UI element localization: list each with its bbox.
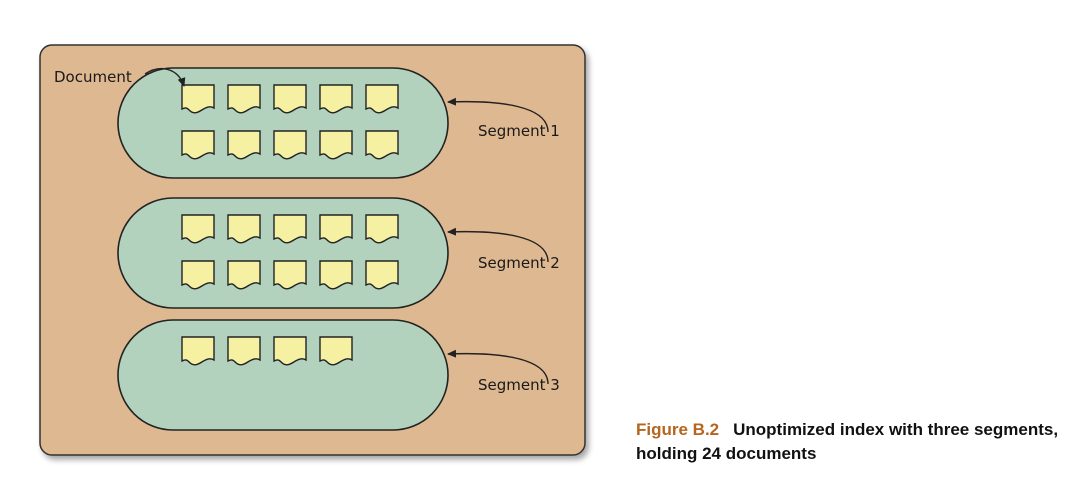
- document-icon: [273, 214, 307, 244]
- document-icon: [319, 214, 353, 244]
- document-icon: [273, 130, 307, 160]
- segment-2-label: Segment 2: [478, 254, 560, 272]
- document-icon: [273, 260, 307, 290]
- document-icon: [273, 336, 307, 366]
- segment-1-arrow: [447, 97, 549, 133]
- document-icon: [227, 260, 261, 290]
- document-icon: [181, 130, 215, 160]
- segment-1-label: Segment 1: [478, 122, 560, 140]
- document-icon: [365, 84, 399, 114]
- document-icon: [319, 260, 353, 290]
- document-icon: [365, 130, 399, 160]
- document-icon: [365, 260, 399, 290]
- document-icon: [181, 260, 215, 290]
- document-label: Document: [54, 68, 132, 86]
- document-icon: [181, 336, 215, 366]
- document-icon: [227, 84, 261, 114]
- document-icon: [181, 214, 215, 244]
- segment-2: Segment 2: [117, 197, 560, 309]
- segment-3: Segment 3: [117, 319, 560, 431]
- segment-3-arrow: [447, 349, 549, 385]
- document-icon: [227, 130, 261, 160]
- document-icon: [319, 130, 353, 160]
- segment-1: Segment 1: [117, 67, 560, 179]
- document-arrow: [144, 67, 186, 87]
- document-icon: [319, 84, 353, 114]
- document-icon: [273, 84, 307, 114]
- document-icon: [227, 336, 261, 366]
- segment-3-label: Segment 3: [478, 376, 560, 394]
- figure-caption-text: Unoptimized index with three segments, h…: [636, 420, 1059, 463]
- figure-number: Figure B.2: [636, 420, 720, 439]
- document-icon: [227, 214, 261, 244]
- document-icon: [365, 214, 399, 244]
- document-icon: [181, 84, 215, 114]
- segment-2-arrow: [447, 227, 549, 263]
- document-icon: [319, 336, 353, 366]
